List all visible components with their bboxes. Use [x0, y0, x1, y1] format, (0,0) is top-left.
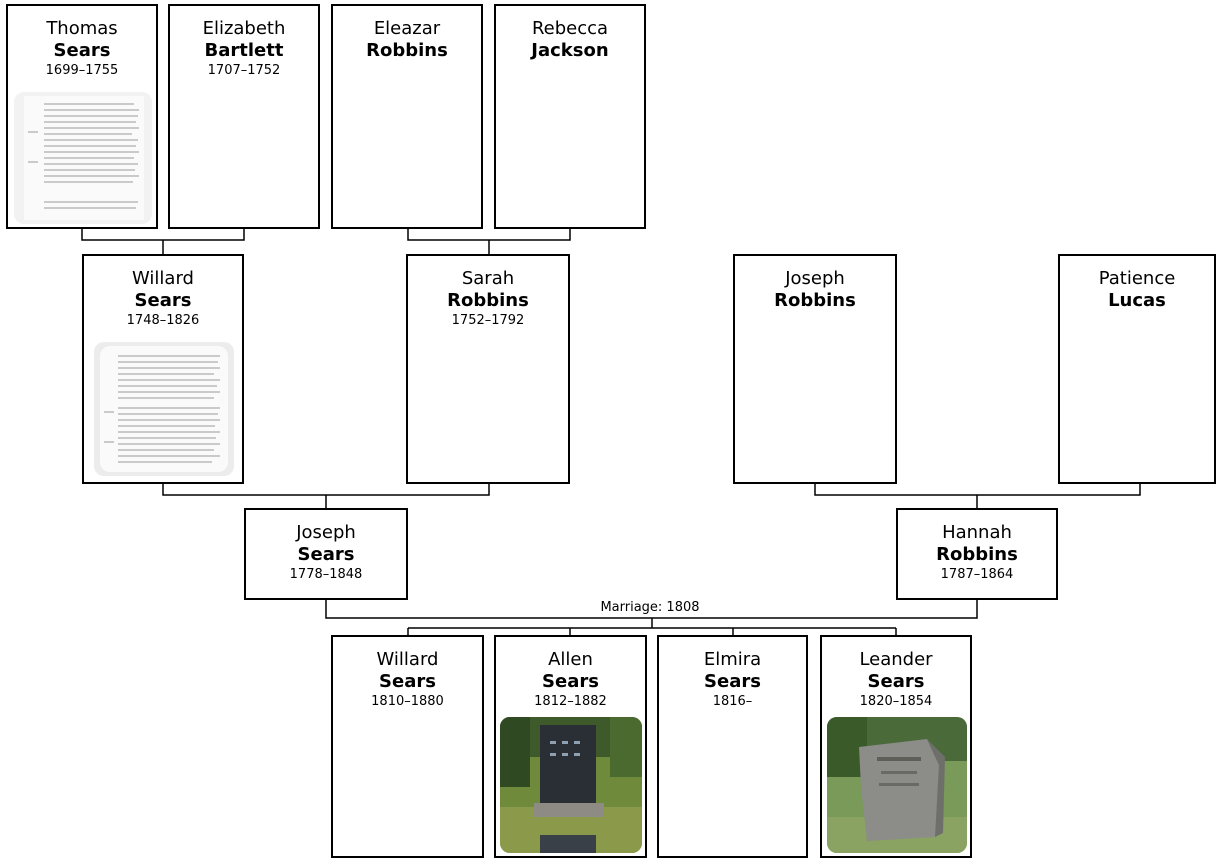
surname: Sears — [542, 671, 599, 692]
surname: Robbins — [366, 40, 448, 61]
given-name: Willard — [376, 649, 439, 670]
given-name: Allen — [548, 649, 593, 670]
surname: Sears — [379, 671, 436, 692]
given-name: Hannah — [942, 522, 1012, 543]
life-dates: 1810–1880 — [371, 694, 444, 709]
person-card-joseph-robbins[interactable]: Joseph Robbins — [733, 254, 897, 484]
surname: Sears — [53, 40, 111, 61]
person-card-elizabeth-bartlett[interactable]: Elizabeth Bartlett 1707–1752 — [168, 4, 320, 229]
given-name: Elizabeth — [202, 18, 286, 39]
given-name: Joseph — [296, 522, 356, 543]
person-card-patience-lucas[interactable]: Patience Lucas — [1058, 254, 1216, 484]
surname: Sears — [134, 290, 192, 311]
surname: Robbins — [936, 544, 1018, 565]
person-card-willard-sears-sr[interactable]: Willard Sears 1748–1826 — [82, 254, 244, 484]
life-dates: 1748–1826 — [126, 313, 200, 328]
given-name: Thomas — [46, 18, 118, 39]
surname: Robbins — [447, 290, 529, 311]
life-dates: 1820–1854 — [859, 694, 933, 709]
life-dates: 1707–1752 — [207, 63, 281, 78]
given-name: Leander — [859, 649, 933, 670]
surname: Sears — [704, 671, 761, 692]
surname: Jackson — [531, 40, 609, 61]
person-card-allen-sears[interactable]: Allen Sears 1812–1882 — [494, 635, 647, 858]
life-dates: 1752–1792 — [451, 313, 525, 328]
given-name: Sarah — [461, 268, 515, 289]
person-card-elmira-sears[interactable]: Elmira Sears 1816– — [657, 635, 808, 858]
given-name: Joseph — [785, 268, 845, 289]
person-card-rebecca-jackson[interactable]: Rebecca Jackson — [494, 4, 646, 229]
person-card-hannah-robbins[interactable]: Hannah Robbins 1787–1864 — [896, 508, 1058, 600]
person-card-sarah-robbins[interactable]: Sarah Robbins 1752–1792 — [406, 254, 570, 484]
surname: Sears — [297, 544, 355, 565]
life-dates: 1812–1882 — [534, 694, 607, 709]
document-thumbnail[interactable] — [94, 342, 234, 476]
life-dates: 1699–1755 — [45, 63, 119, 78]
person-card-eleazar-robbins[interactable]: Eleazar Robbins — [331, 4, 483, 229]
person-card-thomas-sears[interactable]: Thomas Sears 1699–1755 — [6, 4, 158, 229]
given-name: Elmira — [703, 649, 762, 670]
marriage-label: Marriage: 1808 — [600, 600, 700, 615]
surname: Bartlett — [204, 40, 284, 61]
given-name: Patience — [1098, 268, 1176, 289]
life-dates: 1787–1864 — [940, 567, 1014, 582]
document-thumbnail[interactable] — [14, 92, 152, 224]
given-name: Willard — [132, 268, 194, 289]
person-card-willard-sears-jr[interactable]: Willard Sears 1810–1880 — [331, 635, 484, 858]
surname: Robbins — [774, 290, 856, 311]
given-name: Rebecca — [531, 18, 609, 39]
life-dates: 1816– — [712, 694, 753, 709]
given-name: Eleazar — [373, 18, 441, 39]
person-card-leander-sears[interactable]: Leander Sears 1820–1854 — [820, 635, 972, 858]
gravestone-photo[interactable] — [500, 717, 642, 853]
life-dates: 1778–1848 — [289, 567, 363, 582]
person-card-joseph-sears[interactable]: Joseph Sears 1778–1848 — [244, 508, 408, 600]
surname: Sears — [867, 671, 925, 692]
surname: Lucas — [1108, 290, 1166, 311]
gravestone-photo[interactable] — [827, 717, 967, 853]
